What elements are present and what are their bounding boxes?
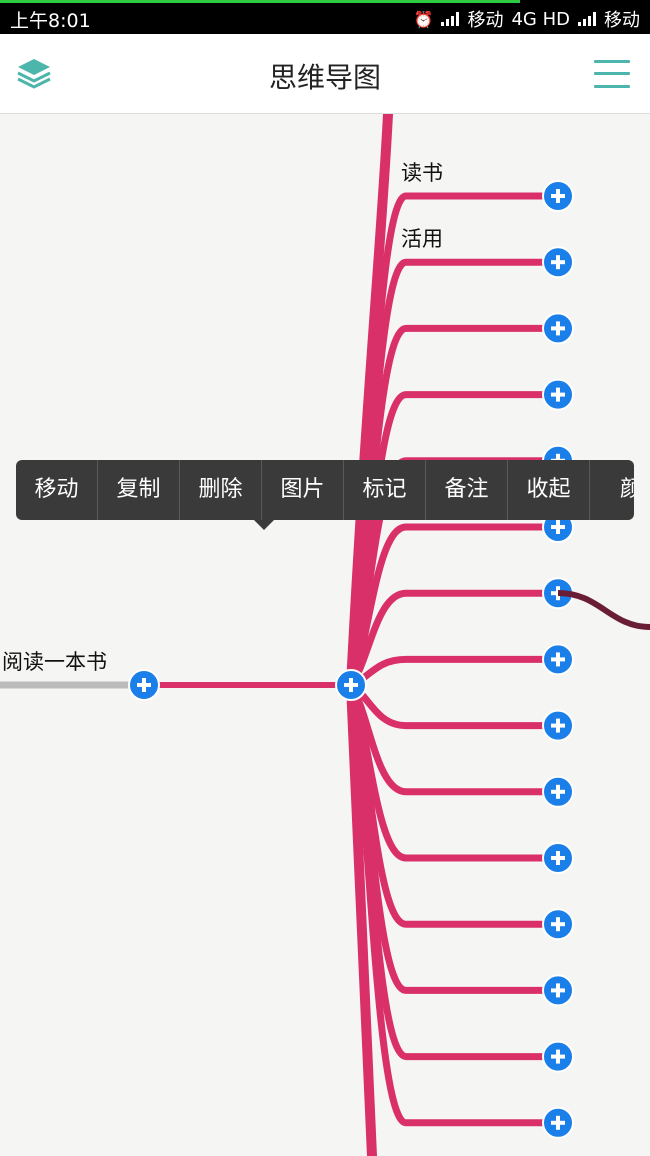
app-header: 思维导图	[0, 34, 650, 114]
root-expand-button[interactable]	[128, 669, 160, 701]
alarm-off-icon: ⏰	[413, 9, 434, 29]
plus-icon	[551, 1115, 565, 1130]
branch-expand-button[interactable]	[542, 1106, 574, 1139]
branch-expand-button[interactable]	[542, 312, 574, 345]
status-bar: 上午8:01 ⏰ 移动 4G HD 移动	[0, 0, 650, 34]
context-menu-item[interactable]: 移动	[16, 460, 98, 520]
mindmap-links	[0, 114, 650, 1156]
branch-expand-button[interactable]	[542, 246, 574, 279]
plus-icon	[551, 321, 565, 336]
context-menu-item[interactable]: 收起	[508, 460, 590, 520]
loading-progress	[0, 0, 520, 3]
branch-expand-button[interactable]	[542, 180, 574, 212]
branch-expand-button[interactable]	[542, 378, 574, 411]
context-menu-item[interactable]: 颜	[619, 477, 634, 502]
mindmap-canvas[interactable]: 读书活用阅读一本书	[0, 114, 650, 1156]
network-type: 4G HD	[511, 8, 570, 30]
branch-line	[347, 391, 562, 689]
plus-icon	[551, 784, 565, 799]
context-menu-item[interactable]: 删除	[180, 460, 262, 520]
plus-icon	[551, 652, 565, 667]
status-right: ⏰ 移动 4G HD 移动	[414, 6, 640, 32]
branch-line	[347, 589, 562, 689]
branch-node-label[interactable]: 读书	[401, 161, 443, 185]
branch-expand-button[interactable]	[542, 775, 574, 808]
plus-icon	[551, 1049, 565, 1064]
branch-node-label[interactable]: 活用	[401, 227, 443, 252]
plus-icon	[344, 678, 358, 692]
signal-icon	[441, 12, 460, 26]
plus-icon	[551, 189, 565, 203]
carrier-primary: 移动	[467, 10, 504, 31]
center-expand-button[interactable]	[335, 669, 367, 701]
branch-line	[347, 655, 562, 689]
plus-icon	[551, 255, 565, 270]
hidden-branch-line	[557, 590, 650, 630]
plus-icon	[551, 851, 565, 865]
status-time: 上午8:01	[10, 10, 91, 32]
branch-expand-button[interactable]	[542, 974, 574, 1007]
plus-icon	[551, 387, 565, 402]
branch-expand-button[interactable]	[542, 709, 574, 742]
branch-expand-button[interactable]	[542, 842, 574, 874]
context-menu: 移动复制删除图片标记备注收起 颜	[16, 460, 634, 520]
plus-icon	[137, 678, 151, 692]
branch-line	[347, 681, 562, 796]
layers-icon	[17, 59, 51, 89]
menu-button[interactable]	[594, 60, 630, 88]
root-node-label[interactable]: 阅读一本书	[2, 650, 107, 674]
layers-button[interactable]	[14, 54, 54, 94]
context-menu-item[interactable]: 图片	[262, 460, 344, 520]
plus-icon	[551, 983, 565, 998]
branch-expand-button[interactable]	[542, 643, 574, 676]
plus-icon	[551, 917, 565, 932]
branch-line	[347, 681, 562, 994]
signal-icon	[578, 12, 596, 26]
context-menu-item[interactable]: 标记	[344, 460, 426, 520]
carrier-secondary: 移动	[604, 10, 640, 31]
branch-expand-button[interactable]	[542, 908, 574, 941]
branch-line	[347, 681, 562, 1127]
context-menu-item[interactable]: 备注	[426, 460, 508, 520]
context-menu-item[interactable]: 复制	[98, 460, 180, 520]
context-menu-arrow	[254, 520, 274, 530]
page-title: 思维导图	[268, 61, 381, 94]
plus-icon	[551, 718, 565, 733]
branch-line	[347, 681, 562, 730]
branch-expand-button[interactable]	[542, 1040, 574, 1073]
plus-icon	[551, 520, 565, 534]
